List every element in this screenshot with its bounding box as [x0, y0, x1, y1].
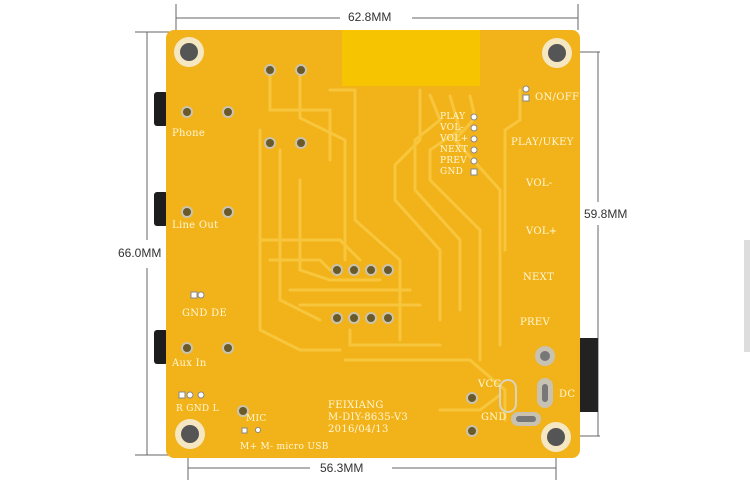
- pin-label-play: PLAY: [440, 112, 466, 122]
- dimension-right-height: 59.8MM: [582, 207, 630, 221]
- mounting-holes: [174, 37, 572, 452]
- pin-label-gnd: GND: [440, 167, 464, 177]
- label-gnd-power: GND: [481, 412, 507, 423]
- label-on-off: ON/OFF: [535, 92, 580, 103]
- label-r-gnd-l: R GND L: [176, 404, 219, 414]
- pin-label-vol-minus: VOL-: [440, 123, 464, 133]
- dimension-bottom-width: 56.3MM: [318, 461, 366, 475]
- solder-pads: [181, 64, 478, 437]
- label-aux-in: Aux In: [172, 358, 207, 369]
- label-vol-minus: VOL-: [526, 178, 553, 189]
- label-gnd-de: GND DE: [182, 308, 228, 319]
- label-next: NEXT: [523, 272, 555, 283]
- label-date: 2016/04/13: [328, 424, 389, 435]
- pcb-board: [166, 30, 580, 458]
- label-micro-usb: M+ M- micro USB: [240, 442, 329, 452]
- phone-jack: [154, 92, 168, 126]
- label-vol-plus: VOL+: [526, 226, 558, 237]
- line-out-jack: [154, 192, 168, 226]
- label-vcc: VCC: [478, 379, 502, 390]
- label-model: M-DIY-8635-V3: [328, 412, 409, 423]
- label-prev: PREV: [520, 317, 550, 328]
- pin-label-vol-plus: VOL+: [440, 134, 469, 144]
- label-dc: DC: [559, 389, 576, 400]
- pin-label-prev: PREV: [440, 156, 468, 166]
- label-play-ukey: PLAY/UKEY: [511, 137, 574, 148]
- dimension-top-width: 62.8MM: [346, 10, 394, 24]
- dimension-left-height: 66.0MM: [116, 246, 164, 260]
- label-phone: Phone: [172, 128, 206, 139]
- power-pads: [499, 346, 555, 426]
- dimension-lines: [135, 4, 600, 480]
- label-maker: FEIXIANG: [328, 400, 384, 411]
- antenna-pad: [342, 30, 480, 86]
- label-mic: MIC: [246, 414, 267, 424]
- header-pads: [178, 85, 530, 434]
- label-line-out: Line Out: [172, 220, 219, 231]
- pin-label-next: NEXT: [440, 145, 469, 155]
- aux-in-jack: [154, 330, 168, 364]
- background-edge: [744, 240, 750, 352]
- pcb-traces: [258, 68, 522, 422]
